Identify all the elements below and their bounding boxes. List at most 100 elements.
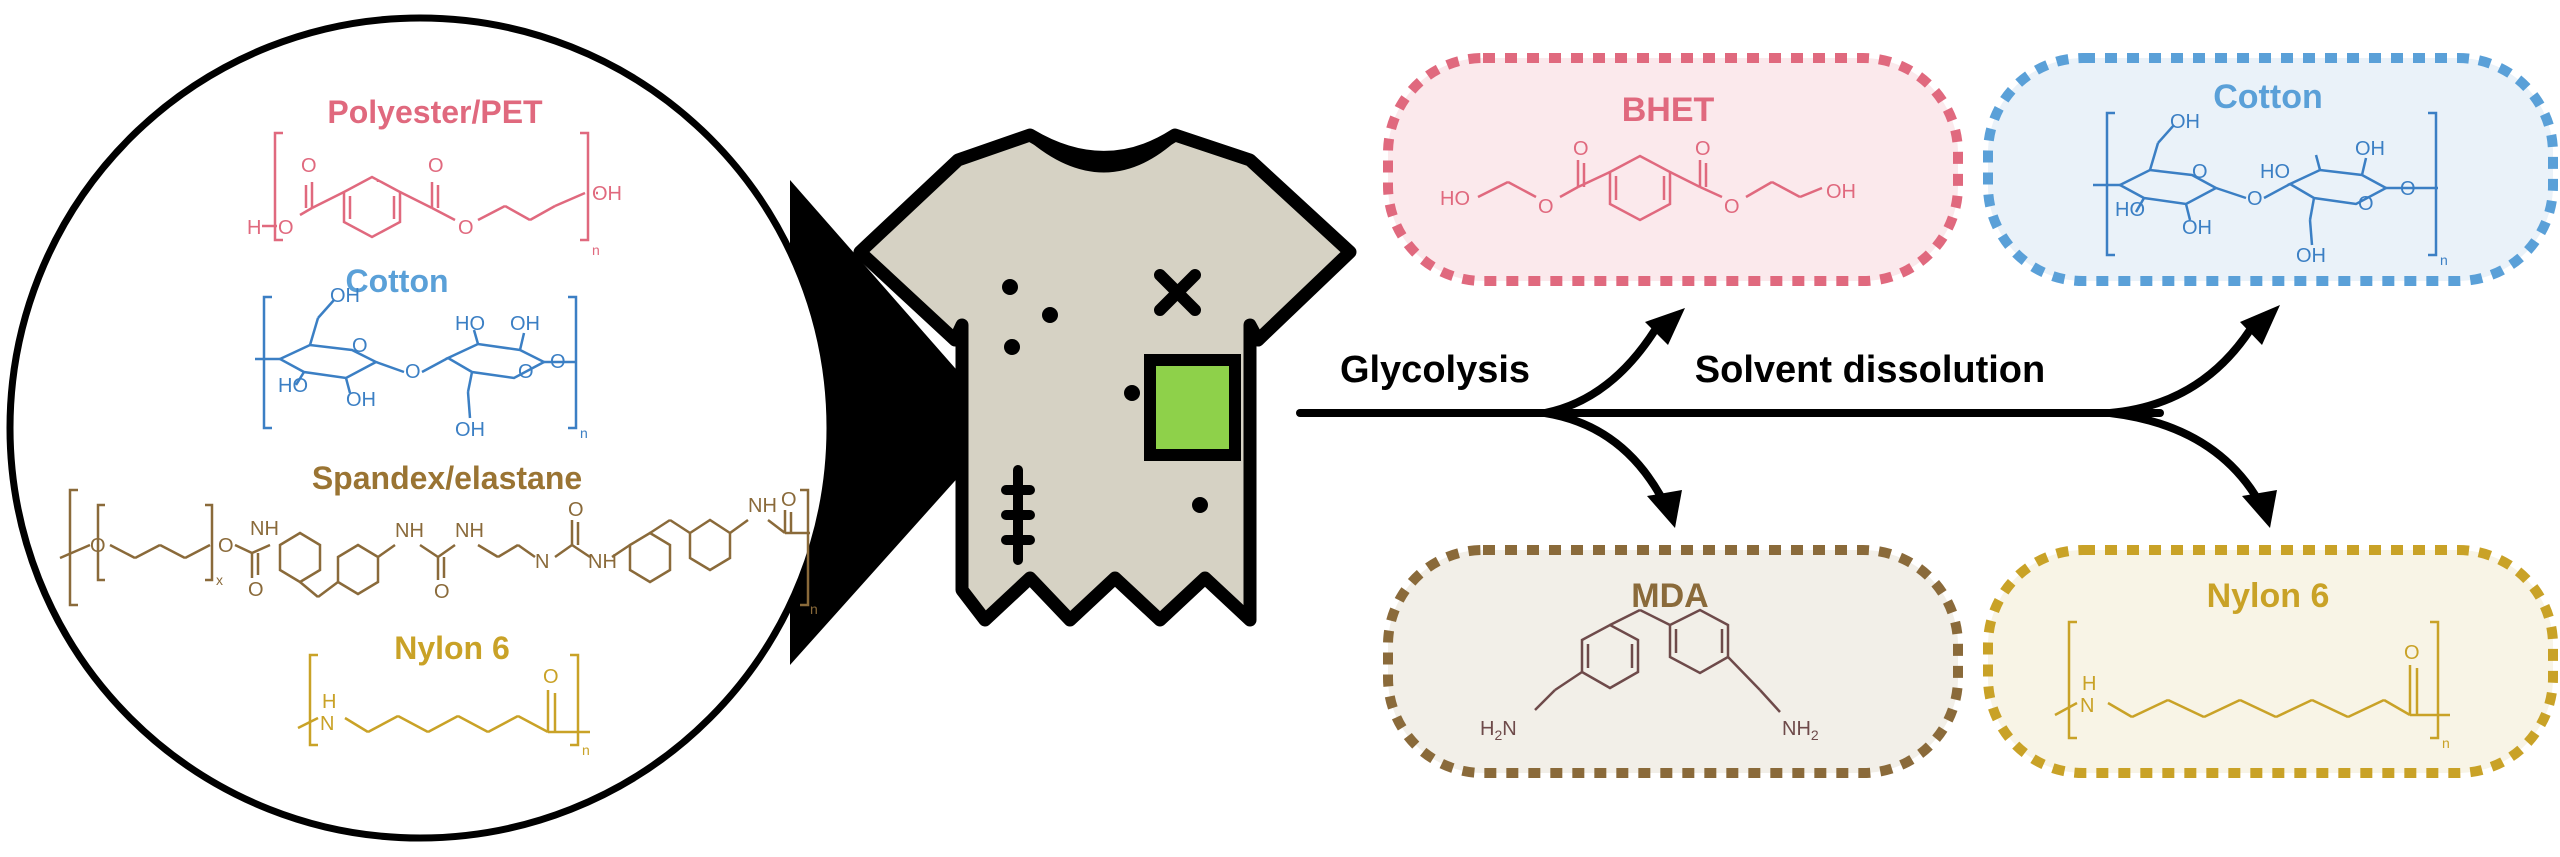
bhet-product-box: BHET HO O O O O OH [1383, 53, 1963, 286]
bhet-atom-o1: O [1538, 196, 1554, 218]
nylon-atom-o: O [543, 666, 559, 688]
spandex-atom-nh2: NH [395, 520, 424, 542]
spandex-atom-nh4: NH [588, 551, 617, 573]
spandex-atom-nh3: NH [455, 520, 484, 542]
cotton-title: Cotton [345, 263, 448, 299]
cotton-atom-oh2: OH [346, 389, 376, 411]
tshirt-patch [1144, 354, 1241, 461]
nylon-product-atom-n: N [2080, 695, 2094, 717]
spandex-atom-o2: O [218, 535, 234, 557]
cotton-product-atom-oh1: OH [2170, 111, 2200, 133]
cotton-product-atom-o2: O [2247, 188, 2263, 210]
mda-atom-h2n: H2N [1480, 718, 1517, 743]
spandex-atom-nh1: NH [250, 518, 279, 540]
cotton-product-structure [2093, 111, 2438, 257]
cotton-atoms: OH O HO OH O HO OH O O OH n [278, 285, 588, 441]
spandex-atom-n: N [535, 551, 549, 573]
nylon-product-title: Nylon 6 [2207, 577, 2330, 615]
nylon-product-atom-o: O [2404, 642, 2420, 664]
tshirt-hole-2 [1042, 307, 1058, 323]
bhet-atoms: HO O O O O OH [1440, 138, 1856, 218]
mda-title: MDA [1631, 577, 1708, 615]
spandex-subscript-n: n [810, 601, 818, 617]
bhet-atom-o4: O [1724, 196, 1740, 218]
pet-atom-h: H [247, 217, 261, 239]
magnifier-circle [6, 14, 834, 842]
spandex-atom-o3: O [248, 579, 264, 601]
pet-atom-o1: O [278, 217, 294, 239]
arrow-heads [1645, 305, 2280, 528]
cotton-atom-oh3: OH [510, 313, 540, 335]
nylon-product-subscript-n: n [2442, 735, 2450, 751]
solvent-down-arrow [2106, 409, 2259, 499]
cotton-atom-o1: O [352, 335, 368, 357]
spandex-atom-nh5: NH [748, 495, 777, 517]
tshirt-hole-3 [1004, 339, 1020, 355]
cotton-box-frame [1983, 53, 2558, 286]
nylon-title: Nylon 6 [394, 630, 510, 666]
process-arrows [1296, 326, 2259, 499]
bhet-box-frame [1383, 53, 1963, 286]
cotton-subscript-n: n [580, 425, 588, 441]
arrowhead-mda [1647, 490, 1682, 528]
cotton-structure [255, 295, 578, 430]
spandex-atom-o4: O [434, 581, 450, 603]
pet-subscript-n: n [592, 242, 600, 258]
spandex-atom-o6: O [781, 489, 797, 511]
nylon-product-structure [2054, 620, 2450, 740]
pet-atom-o2: O [301, 155, 317, 177]
cotton-product-title: Cotton [2213, 78, 2323, 116]
bhet-atom-ho: HO [1440, 188, 1470, 210]
cotton-product-atom-ho1: HO [2115, 199, 2145, 221]
cotton-product-atom-o1: O [2192, 161, 2208, 183]
cotton-product-box: Cotton OH O HO OH O HO OH [1983, 53, 2558, 286]
nylon-structure [297, 653, 590, 747]
cotton-atom-ho1: HO [278, 375, 308, 397]
nylon-product-box: Nylon 6 H N O n [1983, 545, 2558, 778]
mda-product-box: MDA H2N NH2 [1383, 545, 1963, 778]
solvent-dissolution-label: Solvent dissolution [1695, 349, 2045, 391]
cotton-product-atom-o4: O [2400, 178, 2416, 200]
mda-atom-nh2: NH2 [1782, 718, 1819, 743]
cotton-product-atoms: OH O HO OH O HO OH O O OH n [2115, 111, 2448, 268]
pet-title: Polyester/PET [327, 94, 543, 130]
nylon-box-frame [1983, 545, 2558, 778]
bhet-atom-o3: O [1695, 138, 1711, 160]
mda-box-frame [1383, 545, 1963, 778]
nylon-atoms: H N O n [320, 666, 590, 758]
cotton-atom-oh4: OH [455, 419, 485, 441]
tshirt-collar [1026, 131, 1179, 173]
nylon-product-atom-h: H [2082, 673, 2096, 695]
cotton-atom-ho2: HO [455, 313, 485, 335]
nylon-product-atoms: H N O n [2080, 642, 2450, 751]
spandex-structure [59, 488, 810, 607]
spandex-atom-o1: O [90, 535, 106, 557]
bhet-atom-o2: O [1573, 138, 1589, 160]
cotton-product-atom-oh3: OH [2355, 138, 2385, 160]
cotton-atom-o2: O [405, 361, 421, 383]
spandex-atom-o5: O [568, 499, 584, 521]
tshirt-hole-5 [1192, 497, 1208, 513]
solvent-up-arrow [2106, 326, 2254, 417]
tshirt-icon [853, 128, 1357, 627]
cotton-product-atom-ho2: HO [2260, 161, 2290, 183]
cotton-product-atom-oh2: OH [2182, 217, 2212, 239]
mda-structure [1534, 608, 1781, 713]
bhet-structure [1477, 154, 1823, 222]
glycolysis-down-arrow [1541, 409, 1664, 499]
magnifier-wedge [790, 180, 1005, 665]
cotton-atom-o4: O [550, 351, 566, 373]
nylon-atom-h: H [322, 691, 336, 713]
nylon-subscript-n: n [582, 742, 590, 758]
nylon-atom-n: N [320, 713, 334, 735]
tshirt-hole-4 [1124, 385, 1140, 401]
cotton-atom-oh1: OH [330, 285, 360, 307]
cotton-product-subscript-n: n [2440, 252, 2448, 268]
spandex-atoms: O x O O NH NH O NH N O NH NH O n [90, 489, 818, 617]
glycolysis-up-arrow [1541, 326, 1659, 417]
cotton-product-atom-o3: O [2358, 193, 2374, 215]
arrowhead-cotton [2240, 305, 2280, 345]
pet-atom-o3: O [428, 155, 444, 177]
mda-atoms: H2N NH2 [1480, 718, 1819, 743]
